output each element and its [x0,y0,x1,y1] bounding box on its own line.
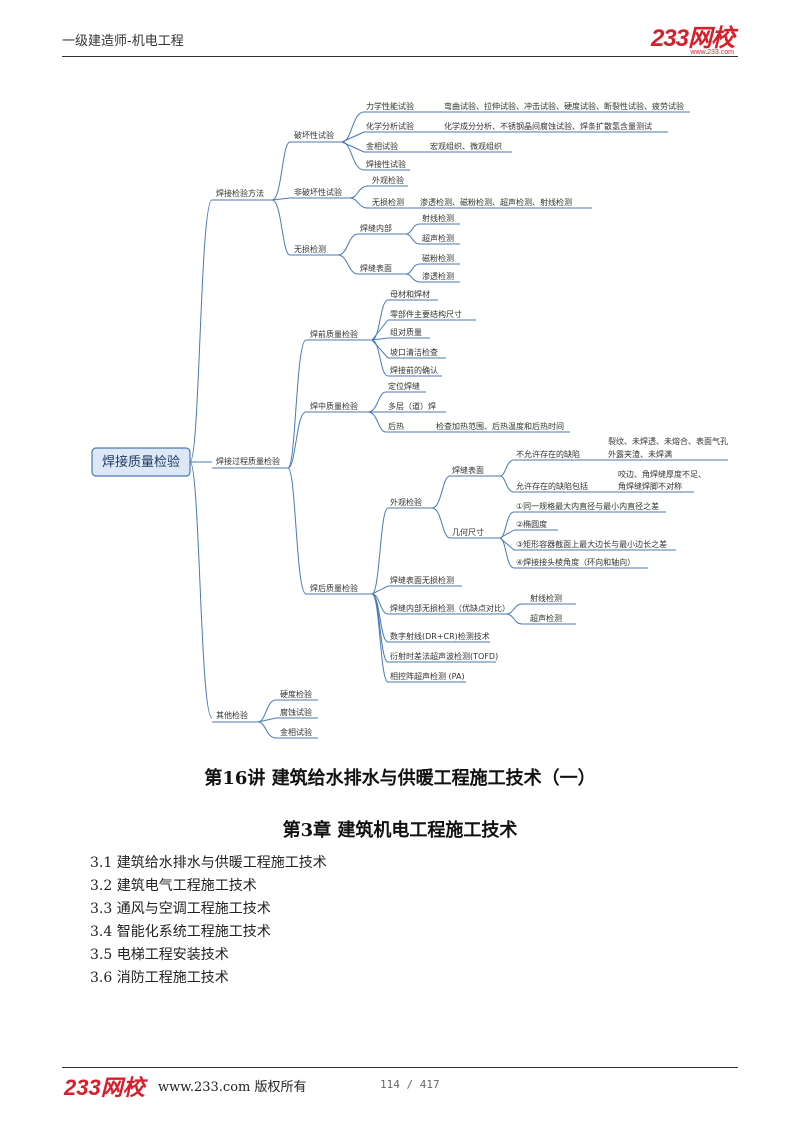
node-weld-surface-defects: 焊缝表面 [452,465,484,475]
node-chemical-analysis-items: 化学成分分析、不锈钢晶间腐蚀试验、焊条扩散氢含量测试 [444,121,652,131]
node-fitup-quality: 组对质量 [390,327,422,337]
node-geometry-3: ③矩形容器截面上最大边长与最小边长之差 [516,539,667,549]
node-internal-ultrasonic: 超声检测 [530,613,562,623]
node-geometry-2: ②椭圆度 [516,519,547,529]
node-destructive-test: 破坏性试验 [294,130,334,140]
node-radiographic: 射线检测 [422,213,454,223]
node-ndt-group: 无损检测 [294,244,326,254]
node-magnetic: 磁粉检测 [422,253,454,263]
footer-copyright: www.233.com 版权所有 [158,1080,307,1095]
node-main-dimensions: 零部件主要结构尺寸 [390,309,462,319]
node-visual-check: 外观检验 [390,497,422,507]
mindmap-connectors [189,111,728,739]
node-visual-inspection: 外观检验 [372,175,404,185]
toc-item: 3.2 建筑电气工程施工技术 [90,878,257,894]
document-header-title: 一级建造师-机电工程 [62,34,184,49]
node-chemical-analysis: 化学分析试验 [366,121,414,131]
node-metallographic-test: 金相试验 [366,141,398,151]
node-surface-ndt: 焊缝表面无损检测 [390,575,454,585]
node-allowed-list-2: 角焊缝焊脚不对称 [618,481,682,491]
node-penetrant: 渗透检测 [422,271,454,281]
logo-url: www.233.com [690,49,734,56]
node-groove-cleaning: 坡口清洁检查 [390,347,438,357]
node-mechanical-test-items: 弯曲试验、拉伸试验、冲击试验、硬度试验、断裂性试验、疲劳试验 [444,101,684,111]
node-allowed-list-1: 咬边、角焊缝厚度不足、 [618,469,706,479]
node-digital-radiography: 数字射线(DR+CR)检测技术 [390,631,490,641]
node-ndt: 无损检测 [372,197,404,207]
node-welding-inspection-methods: 焊接检验方法 [216,188,264,198]
toc-item: 3.1 建筑给水排水与供暖工程施工技术 [90,855,327,871]
node-disallowed-defects: 不允许存在的缺陷 [516,449,580,459]
lecture-heading: 第16讲 建筑给水排水与供暖工程施工技术（一） [204,768,596,789]
node-pre-weld-inspection: 焊前质量检验 [310,329,358,339]
node-ultrasonic: 超声检测 [422,233,454,243]
node-corrosion-test: 腐蚀试验 [280,707,312,717]
footer-divider [62,1067,738,1068]
page-number: 114 / 417 [380,1078,440,1091]
footer-logo: 233网校 [64,1075,145,1100]
toc-item: 3.3 通风与空调工程施工技术 [90,901,271,917]
toc-item: 3.4 智能化系统工程施工技术 [90,924,271,940]
node-phased-array: 相控阵超声检测 (PA) [390,671,465,681]
node-ndt-items: 渗透检测、磁粉检测、超声检测、射线检测 [420,197,572,207]
node-post-heat: 后热 [388,421,404,431]
header-divider [62,56,738,57]
logo-wordmark: 233网校 [650,25,735,52]
node-multi-pass: 多层（道）焊 [388,401,436,411]
node-geometry: 几何尺寸 [452,527,484,537]
mindmap-root-box [91,447,191,477]
node-internal-ndt: 焊缝内部无损检测（优缺点对比） [390,603,510,613]
node-geometry-1: ①同一规格最大内直径与最小内直径之差 [516,501,659,511]
brand-logo: 233网校 www.233.com [650,18,735,56]
node-metallographic-items: 宏观组织、微观组织 [430,141,502,151]
node-base-filler-material: 母材和焊材 [390,289,430,299]
node-weldability-test: 焊接性试验 [366,159,406,169]
toc-item: 3.5 电梯工程安装技术 [90,947,229,963]
mindmap-root-label: 焊接质量检验 [102,454,180,470]
node-mechanical-test: 力学性能试验 [366,101,414,111]
table-of-contents: 3.1 建筑给水排水与供暖工程施工技术 3.2 建筑电气工程施工技术 3.3 通… [90,852,327,990]
node-tofd: 衍射时差法超声波检测(TOFD) [390,651,498,661]
node-pre-weld-confirm: 焊接前的确认 [390,365,438,375]
chapter-heading: 第3章 建筑机电工程施工技术 [282,820,518,841]
mindmap-labels: 焊接检验方法 破坏性试验 力学性能试验 弯曲试验、拉伸试验、冲击试验、硬度试验、… [216,101,728,737]
node-tack-weld: 定位焊缝 [388,381,420,391]
node-in-process-inspection: 焊中质量检验 [310,401,358,411]
node-other-inspection: 其他检验 [216,710,248,720]
node-hardness-test: 硬度检验 [280,689,312,699]
node-process-quality-inspection: 焊接过程质量检验 [216,456,280,466]
node-disallowed-list-2: 外露夹渣、未焊满 [608,449,672,459]
node-allowed-defects: 允许存在的缺陷包括 [516,481,588,491]
node-nondestructive-test: 非破坏性试验 [294,187,342,197]
node-metallographic-other: 金相试验 [280,727,312,737]
node-internal-radiographic: 射线检测 [530,593,562,603]
node-weld-internal: 焊缝内部 [360,223,392,233]
toc-item: 3.6 消防工程施工技术 [90,970,229,986]
node-geometry-4: ④焊接接头棱角度（环向和轴向） [516,557,635,567]
node-weld-surface: 焊缝表面 [360,263,392,273]
node-disallowed-list-1: 裂纹、未焊透、未熔合、表面气孔 [608,436,728,446]
node-post-heat-items: 检查加热范围、后热温度和后热时间 [436,421,564,431]
node-post-weld-inspection: 焊后质量检验 [310,583,358,593]
mindmap-diagram: 焊接质量检验 焊接检验方法 破坏性试验 力学性能试验 弯曲试验、拉伸试验、冲击试… [91,101,728,739]
